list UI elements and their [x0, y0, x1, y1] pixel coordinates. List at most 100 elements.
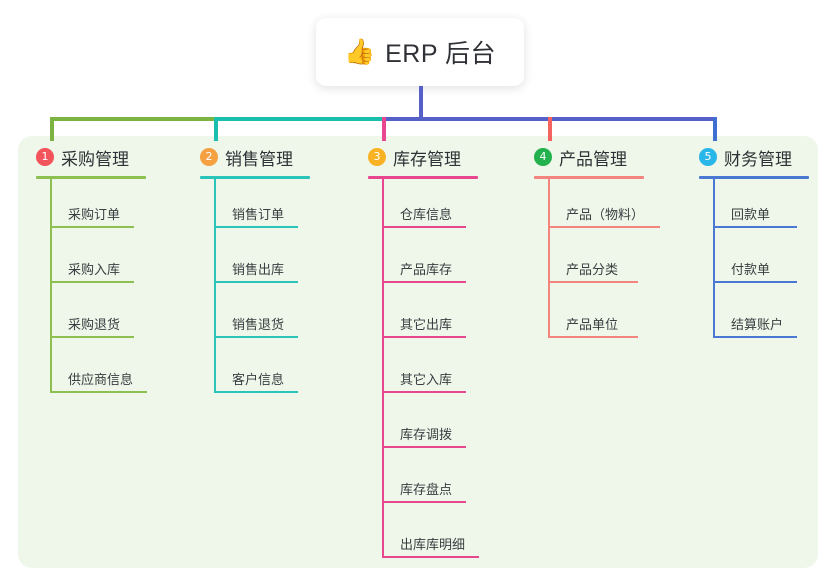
leaf-item[interactable]: 销售退货 [200, 289, 310, 344]
column-title-1: 采购管理 [61, 149, 129, 169]
root-node-title: ERP 后台 [385, 40, 497, 68]
leaf-item-rule [382, 501, 466, 503]
leaf-item-rule [214, 391, 298, 393]
leaf-item-label: 采购订单 [68, 207, 121, 222]
leaf-item[interactable]: 库存盘点 [368, 454, 478, 509]
column-badge-2: 2 [200, 148, 218, 166]
leaf-item-rule [214, 281, 298, 283]
diagram-background-panel [18, 136, 818, 568]
leaf-item-rule [50, 281, 134, 283]
leaf-item-label: 产品（物料） [566, 207, 645, 222]
leaf-item[interactable]: 产品分类 [534, 234, 644, 289]
horizontal-segment-2 [214, 117, 382, 121]
column-stem-4 [548, 179, 550, 338]
root-node-card[interactable]: 👍 ERP 后台 [316, 18, 524, 86]
leaf-item-label: 其它入库 [400, 372, 453, 387]
column-stem-1 [50, 179, 52, 393]
leaf-item-rule [382, 226, 466, 228]
leaf-item-label: 回款单 [731, 207, 771, 222]
leaf-item-rule [548, 226, 660, 228]
leaf-item-rule [382, 391, 466, 393]
leaf-item[interactable]: 销售订单 [200, 179, 310, 234]
horizontal-segment-1 [50, 117, 214, 121]
column-stem-3 [382, 179, 384, 558]
leaf-item[interactable]: 付款单 [699, 234, 809, 289]
column-1: 1 采购管理采购订单采购入库采购退货供应商信息 [36, 144, 147, 399]
column-header-2[interactable]: 2 销售管理 [200, 144, 310, 170]
leaf-item[interactable]: 供应商信息 [36, 344, 147, 399]
leaf-item[interactable]: 产品（物料） [534, 179, 660, 234]
leaf-item-rule [713, 336, 797, 338]
column-items-1: 采购订单采购入库采购退货供应商信息 [36, 179, 147, 399]
leaf-item[interactable]: 回款单 [699, 179, 809, 234]
column-items-4: 产品（物料） 产品分类产品单位 [534, 179, 660, 344]
column-title-4: 产品管理 [559, 149, 627, 169]
column-5: 5 财务管理回款单付款单结算账户 [699, 144, 809, 344]
leaf-item-label: 库存调拨 [400, 427, 453, 442]
leaf-item-label: 客户信息 [232, 372, 285, 387]
leaf-item[interactable]: 产品库存 [368, 234, 478, 289]
column-rule-1 [36, 176, 146, 179]
leaf-item-label: 产品库存 [400, 262, 453, 277]
leaf-item-rule [382, 446, 466, 448]
leaf-item-rule [214, 336, 298, 338]
leaf-item[interactable]: 库存调拨 [368, 399, 478, 454]
leaf-item[interactable]: 客户信息 [200, 344, 310, 399]
column-badge-5: 5 [699, 148, 717, 166]
leaf-item-label: 出库库明细 [400, 537, 466, 552]
column-header-3[interactable]: 3 库存管理 [368, 144, 478, 170]
column-3: 3 库存管理仓库信息产品库存其它出库其它入库库存调拨库存盘点出库库明细 [368, 144, 479, 564]
leaf-item-label: 结算账户 [731, 317, 784, 332]
drop-connector-5 [713, 117, 717, 141]
leaf-item-label: 采购退货 [68, 317, 121, 332]
leaf-item-label: 付款单 [731, 262, 771, 277]
drop-connector-2 [214, 117, 218, 141]
column-items-5: 回款单付款单结算账户 [699, 179, 809, 344]
leaf-item-label: 其它出库 [400, 317, 453, 332]
drop-connector-1 [50, 117, 54, 141]
leaf-item-rule [713, 226, 797, 228]
column-items-3: 仓库信息产品库存其它出库其它入库库存调拨库存盘点出库库明细 [368, 179, 479, 564]
column-header-5[interactable]: 5 财务管理 [699, 144, 809, 170]
leaf-item-label: 产品单位 [566, 317, 619, 332]
leaf-item-rule [382, 281, 466, 283]
root-connector-stem [419, 86, 423, 119]
leaf-item-label: 仓库信息 [400, 207, 453, 222]
leaf-item[interactable]: 采购入库 [36, 234, 146, 289]
leaf-item[interactable]: 其它出库 [368, 289, 478, 344]
leaf-item[interactable]: 出库库明细 [368, 509, 479, 564]
column-rule-2 [200, 176, 310, 179]
leaf-item-label: 销售出库 [232, 262, 285, 277]
column-rule-4 [534, 176, 644, 179]
leaf-item[interactable]: 仓库信息 [368, 179, 478, 234]
column-rule-3 [368, 176, 478, 179]
column-badge-3: 3 [368, 148, 386, 166]
leaf-item-rule [50, 391, 147, 393]
leaf-item-label: 销售订单 [232, 207, 285, 222]
leaf-item-rule [50, 226, 134, 228]
leaf-item[interactable]: 采购订单 [36, 179, 146, 234]
leaf-item-rule [214, 226, 298, 228]
leaf-item-rule [382, 556, 479, 558]
leaf-item[interactable]: 采购退货 [36, 289, 146, 344]
column-title-2: 销售管理 [225, 149, 293, 169]
leaf-item-label: 销售退货 [232, 317, 285, 332]
column-title-3: 库存管理 [393, 149, 461, 169]
column-header-1[interactable]: 1 采购管理 [36, 144, 146, 170]
column-badge-1: 1 [36, 148, 54, 166]
leaf-item[interactable]: 产品单位 [534, 289, 644, 344]
column-title-5: 财务管理 [724, 149, 792, 169]
drop-connector-3 [382, 117, 386, 141]
leaf-item[interactable]: 其它入库 [368, 344, 478, 399]
leaf-item-label: 产品分类 [566, 262, 619, 277]
leaf-item[interactable]: 结算账户 [699, 289, 809, 344]
leaf-item-label: 库存盘点 [400, 482, 453, 497]
leaf-item-label: 采购入库 [68, 262, 121, 277]
column-stem-5 [713, 179, 715, 338]
leaf-item[interactable]: 销售出库 [200, 234, 310, 289]
thumbs-up-icon: 👍 [343, 37, 376, 66]
column-items-2: 销售订单销售出库销售退货客户信息 [200, 179, 310, 399]
